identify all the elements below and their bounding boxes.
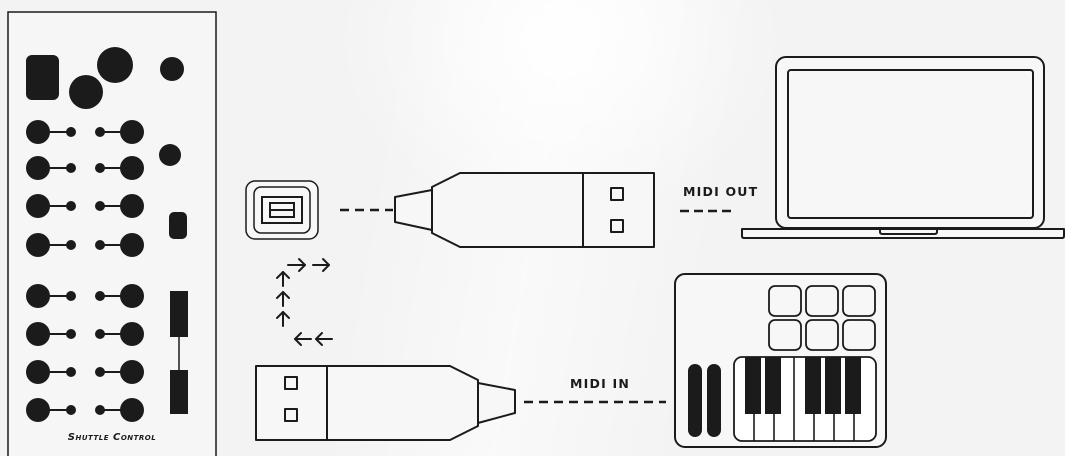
midi-in-label: MIDI IN xyxy=(570,376,630,391)
arrow-left-icon xyxy=(294,332,333,346)
jack-row-3 xyxy=(26,194,144,218)
jack-row-8 xyxy=(26,398,144,422)
usb-port-jack xyxy=(26,55,59,100)
black-key[interactable] xyxy=(745,357,761,414)
usb-a-plug-icon xyxy=(394,172,655,248)
jack-row-1 xyxy=(26,120,144,144)
small-knob[interactable] xyxy=(160,57,184,81)
medium-knob[interactable] xyxy=(69,75,103,109)
shuttle-control-module xyxy=(7,11,217,456)
pad[interactable] xyxy=(768,319,802,351)
pitch-wheel[interactable] xyxy=(688,364,702,437)
mod-wheel[interactable] xyxy=(707,364,721,437)
drum-pads xyxy=(768,285,876,351)
jack-row-5 xyxy=(26,284,144,308)
arrow-up-icon xyxy=(276,271,290,327)
pad[interactable] xyxy=(805,319,839,351)
pad[interactable] xyxy=(842,285,876,317)
laptop-icon xyxy=(741,56,1065,239)
jack-row-6 xyxy=(26,322,144,346)
small-knob-2[interactable] xyxy=(159,144,181,166)
direction-arrows xyxy=(276,258,333,346)
usb-b-port-icon xyxy=(245,180,319,240)
jack-row-2 xyxy=(26,156,144,180)
module-brand-label: Shuttle Control xyxy=(67,432,157,443)
jack-row-7 xyxy=(26,360,144,384)
usb-a-plug-icon-bottom xyxy=(255,365,516,441)
black-key[interactable] xyxy=(805,357,821,414)
jack-rows xyxy=(26,120,144,422)
pad[interactable] xyxy=(842,319,876,351)
fader-lower[interactable] xyxy=(170,370,188,414)
keyboard xyxy=(733,356,877,442)
black-key[interactable] xyxy=(825,357,841,414)
led-indicator xyxy=(169,212,187,239)
midi-controller-icon xyxy=(674,273,887,448)
midi-out-label: MIDI OUT xyxy=(683,184,759,199)
pad[interactable] xyxy=(805,285,839,317)
arrow-right-icon xyxy=(287,258,330,272)
fader-upper[interactable] xyxy=(170,291,188,337)
black-key[interactable] xyxy=(845,357,861,414)
pad[interactable] xyxy=(768,285,802,317)
large-knob[interactable] xyxy=(97,47,133,83)
black-key[interactable] xyxy=(765,357,781,414)
jack-row-4 xyxy=(26,233,144,257)
